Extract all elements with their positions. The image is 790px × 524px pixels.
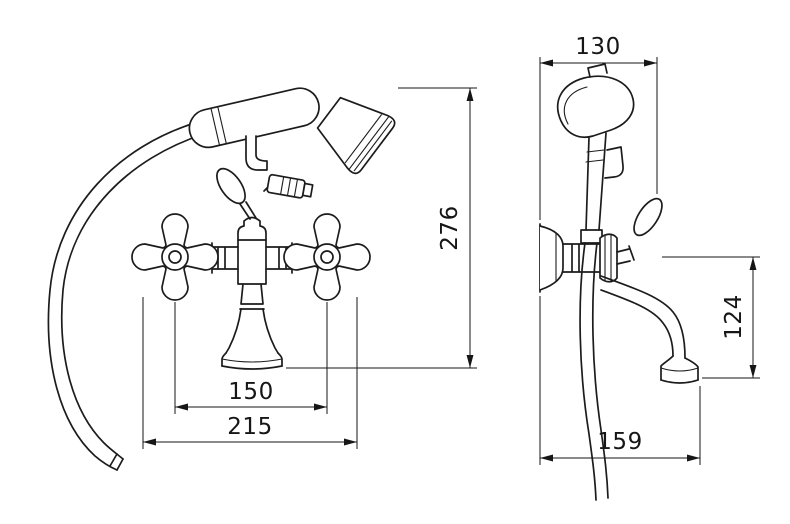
dim-label-215: 215 <box>227 414 272 440</box>
spout-side-foot-bottom <box>660 379 699 384</box>
shower-grip-side <box>585 132 607 231</box>
cross-handle-left-hub <box>161 243 189 271</box>
hose-side-line-2 <box>591 242 609 499</box>
ext-line <box>539 296 701 465</box>
ext-line <box>539 57 658 220</box>
shower-cradle <box>245 135 268 171</box>
hose-side-line-1 <box>579 242 597 501</box>
shower-head-nub <box>587 63 608 78</box>
lever-teardrop-side <box>633 197 663 237</box>
cross-handle-left-screw <box>168 250 182 264</box>
dimension-height-276: 276 <box>286 87 477 369</box>
dimension-spacing-150: 150 <box>174 302 328 414</box>
tub-spout-side <box>600 275 699 384</box>
hose-end-cap <box>116 458 124 471</box>
spout-neck <box>239 283 265 310</box>
shower-head-side <box>556 75 635 139</box>
nipple-body <box>266 173 306 199</box>
grip-band-lines <box>210 106 227 146</box>
cross-handle-right-hub <box>313 243 341 271</box>
hose-outlet-nipple <box>266 173 314 199</box>
dimensions: 276 150 215 130 124 <box>142 34 760 465</box>
spout-foot-bottom <box>221 365 283 370</box>
shower-hose-side <box>579 229 609 501</box>
nipple-cap <box>301 182 314 198</box>
dimension-width-215: 215 <box>142 297 358 449</box>
front-view <box>47 87 396 471</box>
tub-spout-front <box>221 283 283 370</box>
spout-foot <box>221 352 283 367</box>
ext-line <box>142 297 358 449</box>
shower-hose-front <box>47 121 205 471</box>
spout-side-foot-top <box>660 367 699 372</box>
spout-bell-left <box>225 308 242 354</box>
dimension-depth-159: 159 <box>539 296 701 465</box>
grip-bands-side <box>585 149 605 163</box>
dim-label-159: 159 <box>597 429 642 455</box>
ext-line <box>662 256 760 379</box>
cross-handle-side <box>599 233 618 283</box>
hand-shower-front <box>188 87 396 175</box>
cross-handle-right-screw <box>320 250 334 264</box>
diverter-lever-side <box>616 197 663 265</box>
cross-handle-right <box>283 213 371 301</box>
spout-side-inner <box>600 289 674 357</box>
dim-label-150: 150 <box>228 379 273 405</box>
cradle-bracket-side <box>604 146 624 179</box>
side-view <box>539 63 699 501</box>
handle-disc-ticks <box>604 234 612 282</box>
shower-head-ribs <box>344 114 393 172</box>
wall-flange-side <box>539 223 564 293</box>
hose-inner-line <box>60 133 205 460</box>
dim-label-124: 124 <box>721 294 747 339</box>
faucet-body-side <box>562 243 601 273</box>
nipple-hex-lines <box>280 176 299 198</box>
dimension-top-130: 130 <box>539 34 658 220</box>
dim-label-130: 130 <box>575 34 620 60</box>
hand-shower-head <box>316 96 396 175</box>
spout-side-outer <box>600 275 686 359</box>
faucet-body-front <box>211 216 293 285</box>
diverter-crown <box>237 216 267 241</box>
spout-side-foot <box>660 355 699 381</box>
shower-head-band <box>563 86 588 125</box>
ext-line <box>174 302 328 414</box>
lever-stem <box>239 201 257 220</box>
diverter-column <box>237 239 267 285</box>
ext-line <box>286 87 477 369</box>
dimension-drop-124: 124 <box>662 256 760 379</box>
hose-nut-side <box>580 229 603 244</box>
dim-label-276: 276 <box>437 205 463 250</box>
lever-stem-side <box>616 245 635 265</box>
hose-end-band <box>109 453 118 467</box>
spout-foot-top-edge <box>221 358 283 363</box>
hand-shower-side <box>556 63 635 231</box>
lever-teardrop <box>216 167 246 205</box>
hose-outer-line <box>47 121 199 471</box>
cross-handle-left <box>131 213 219 301</box>
handle-disc-side <box>599 233 618 283</box>
spout-bell-right <box>262 308 279 354</box>
flange-bell <box>539 225 564 291</box>
diverter-lever <box>216 167 257 220</box>
hand-shower-grip <box>188 87 320 149</box>
shower-head-cone <box>316 96 396 175</box>
